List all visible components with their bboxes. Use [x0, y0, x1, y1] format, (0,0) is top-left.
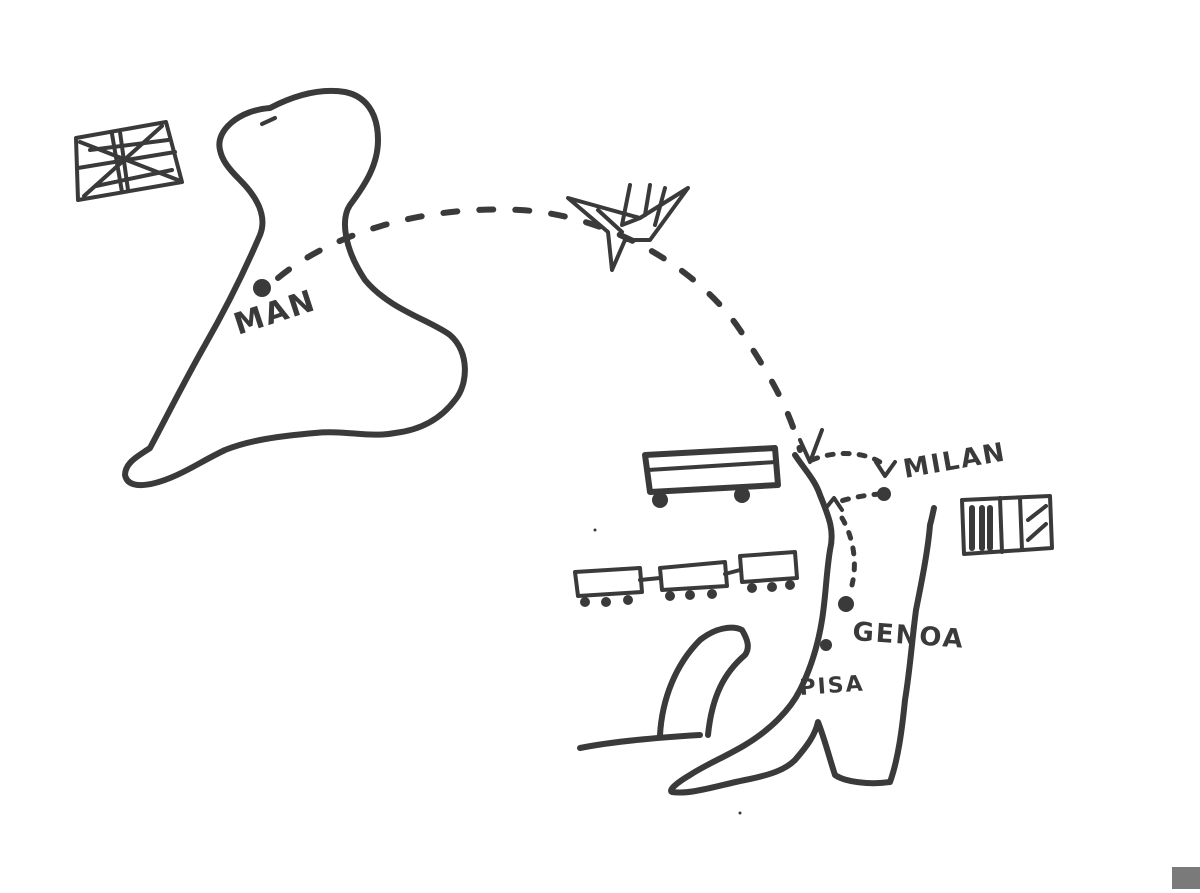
- gb-coast-detail: [262, 118, 275, 124]
- man-city-dot: [253, 279, 271, 297]
- pisa-city-label: PISA: [799, 671, 866, 700]
- union-jack-flag-icon: [76, 122, 182, 200]
- route-to-milan-dotted: [812, 454, 880, 463]
- man-city-label: MAN: [230, 283, 321, 342]
- corner-artifact: [1172, 867, 1200, 889]
- genoa-city-label: GENOA: [852, 617, 966, 655]
- pisa-city-dot: [820, 639, 832, 651]
- route-to-genoa-dotted: [842, 518, 854, 585]
- airplane-icon: [568, 185, 688, 270]
- bus-icon: [645, 448, 778, 508]
- western-coast-line: [580, 735, 700, 748]
- route-milan-to-coast-dotted: [838, 494, 880, 502]
- coast-arrow: [826, 498, 842, 510]
- flight-route-dashed: [278, 209, 800, 450]
- genoa-city-dot: [838, 596, 854, 612]
- speck: [739, 812, 742, 815]
- leaning-tower-icon: [660, 628, 748, 735]
- italian-flag-icon: [962, 496, 1052, 554]
- speck: [594, 529, 597, 532]
- train-icon: [575, 552, 797, 607]
- milan-city-label: MILAN: [901, 437, 1009, 485]
